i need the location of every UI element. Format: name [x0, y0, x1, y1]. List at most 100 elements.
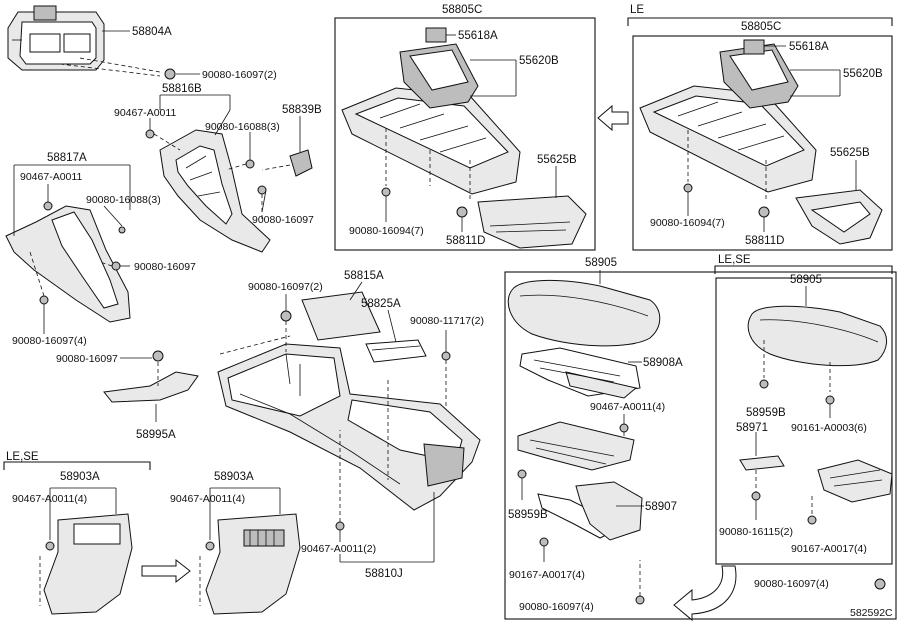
- frame-le-tray: [632, 35, 893, 251]
- cover-58903a-a: [39, 487, 133, 615]
- label-55620b-b: 55620B: [843, 68, 883, 80]
- label-90080-16094-7-b: 90080-16094(7): [650, 217, 725, 229]
- screw-icon: [635, 595, 645, 605]
- label-variant-lese-left: LE,SE: [6, 451, 39, 463]
- label-90467-a0011-b: 90467-A0011: [20, 171, 82, 183]
- label-55618a-b: 55618A: [789, 41, 829, 53]
- label-90080-16097-4-a: 90080-16097(4): [12, 335, 87, 347]
- latch-58971: [739, 455, 785, 471]
- screw-icon: [39, 295, 49, 305]
- screw-icon: [257, 185, 267, 195]
- panel-58817a: [5, 164, 131, 334]
- screw-icon: [111, 261, 121, 271]
- label-90080-16097-a: 90080-16097: [252, 214, 314, 226]
- label-58995a: 58995A: [136, 429, 176, 441]
- frame-armrest: [504, 271, 897, 620]
- bracket-58995a: [103, 350, 199, 422]
- label-58817a: 58817A: [47, 152, 87, 164]
- label-58825a: 58825A: [361, 298, 401, 310]
- label-90467-a0011-4-c: 90467-A0011(4): [590, 401, 665, 413]
- label-55620b-a: 55620B: [519, 55, 559, 67]
- label-90080-11717-2: 90080-11717(2): [410, 315, 484, 327]
- label-90467-a0011-2: 90467-A0011(2): [301, 543, 376, 555]
- right-arrow-icon: [141, 558, 191, 584]
- screw-icon: [381, 187, 391, 197]
- label-55625b-a: 55625B: [537, 154, 577, 166]
- panel-58816b: [145, 94, 313, 253]
- label-58804a: 58804A: [132, 26, 172, 38]
- label-58903a-a: 58903A: [60, 471, 100, 483]
- screw-icon: [807, 515, 817, 525]
- screw-icon: [245, 159, 255, 169]
- screw-icon: [759, 379, 769, 389]
- label-58816b: 58816B: [162, 83, 202, 95]
- label-58905-a: 58905: [585, 257, 617, 269]
- armrest-58905: [507, 270, 661, 605]
- frame-le-bracket: [627, 17, 893, 26]
- mat-58815a: [301, 291, 381, 341]
- label-58903a-b: 58903A: [214, 471, 254, 483]
- screw-icon: [280, 310, 292, 322]
- screw-icon: [118, 226, 126, 234]
- frame-center-tray: [334, 17, 596, 251]
- label-90080-16088-3-a: 90080-16088(3): [205, 121, 280, 133]
- label-58805c-a: 58805C: [442, 4, 482, 16]
- label-variant-lese-right: LE,SE: [718, 254, 751, 266]
- diagram-id: 582592C: [850, 607, 893, 619]
- label-90167-a0017-4-a: 90167-A0017(4): [509, 569, 585, 581]
- screw-icon: [164, 68, 176, 80]
- label-variant-le: LE: [630, 4, 644, 16]
- label-90167-a0017-4-b: 90167-A0017(4): [791, 543, 867, 555]
- clip-icon: [205, 541, 215, 551]
- label-90080-16094-7-a: 90080-16094(7): [349, 225, 424, 237]
- label-90080-16097-2-top: 90080-16097(2): [202, 69, 277, 81]
- lamp-55618a-le: [743, 39, 765, 55]
- holder-55625b: [477, 195, 587, 249]
- label-58907: 58907: [645, 501, 677, 513]
- label-90080-16088-3-b: 90080-16088(3): [86, 194, 161, 206]
- label-58815a: 58815A: [344, 270, 384, 282]
- frame-lese-armrest: [715, 277, 893, 565]
- label-58971: 58971: [736, 422, 768, 434]
- label-58805c-b: 58805C: [741, 21, 781, 33]
- tray-le-58805c: [639, 39, 883, 245]
- label-90080-16097-2-b: 90080-16097(2): [248, 281, 323, 293]
- lamp-55618a: [425, 27, 447, 43]
- label-58959b-a: 58959B: [508, 509, 548, 521]
- label-90080-16097-b: 90080-16097: [134, 261, 196, 273]
- label-58905-b: 58905: [790, 274, 822, 286]
- label-90080-16097-4-c: 90080-16097(4): [754, 578, 829, 590]
- label-90161-a0003-6: 90161-A0003(6): [791, 422, 867, 434]
- screw-icon: [825, 395, 835, 405]
- base-58907: [575, 481, 643, 541]
- label-58811d-a: 58811D: [446, 235, 485, 247]
- switch-58839b: [289, 149, 313, 177]
- label-58811d-b: 58811D: [745, 235, 784, 247]
- label-55618a-a: 55618A: [458, 30, 498, 42]
- frame-lese-bracket-left: [3, 461, 151, 470]
- label-58839b: 58839B: [282, 104, 322, 116]
- clip-icon: [43, 201, 53, 211]
- label-55625b-b: 55625B: [830, 147, 870, 159]
- clip-icon: [335, 521, 345, 531]
- screw-icon: [751, 491, 761, 501]
- tray-58825a: [365, 339, 427, 363]
- label-90080-16097-c: 90080-16097: [56, 353, 118, 365]
- armrest-lese-58905: [739, 286, 893, 590]
- clip-icon: [619, 423, 629, 433]
- curved-arrow-icon: [673, 565, 737, 622]
- label-90467-a0011-4-a: 90467-A0011(4): [12, 493, 87, 505]
- screw-icon: [517, 469, 527, 479]
- label-90080-16097-4-b: 90080-16097(4): [519, 601, 594, 613]
- box-58804a: [7, 5, 200, 80]
- left-arrow-icon: [597, 104, 629, 132]
- hinge-lese: [817, 459, 893, 503]
- arrows: [141, 104, 737, 622]
- screw-icon: [441, 351, 451, 361]
- clip-icon: [45, 541, 55, 551]
- clip-icon: [758, 206, 770, 218]
- label-58959b-b: 58959B: [746, 407, 786, 419]
- label-90080-16115-2: 90080-16115(2): [719, 526, 793, 538]
- labels: 58804A 90080-16097(2) 58816B 90467-A0011…: [6, 4, 893, 619]
